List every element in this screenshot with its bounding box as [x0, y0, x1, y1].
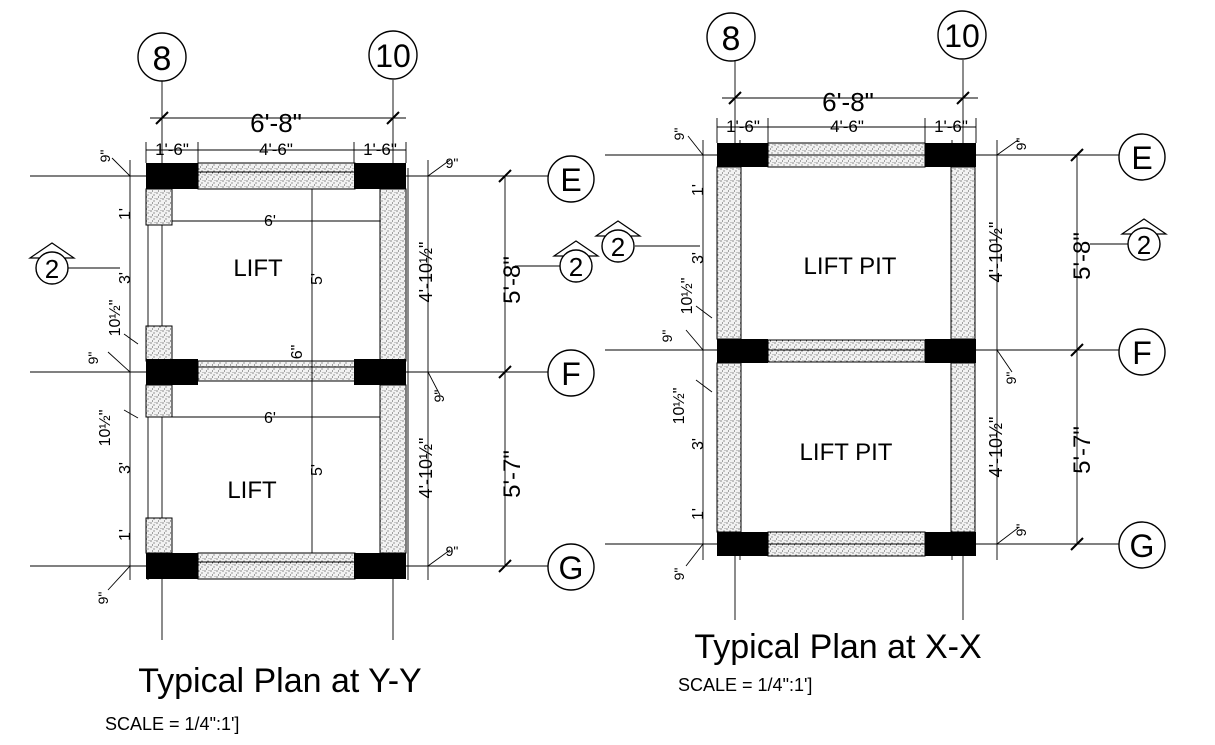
right-section-label: 2 — [611, 232, 625, 262]
right-left-dims — [685, 135, 713, 567]
left-grid-g-label: G — [559, 550, 584, 586]
right-grid-bubble-10: 10 — [937, 10, 987, 60]
right-columns — [717, 143, 976, 556]
right-dim-right-col: 1'-6" — [934, 117, 968, 136]
left-grid-10-label: 10 — [375, 38, 411, 74]
right-dim-overall: 6'-8" — [822, 87, 874, 117]
left-walls — [145, 162, 407, 580]
right-room-upper: LIFT PIT — [804, 253, 897, 280]
left-dim-left-frac-b: 10½" — [97, 410, 114, 447]
right-grid-f-label: F — [1132, 335, 1152, 371]
left-dim-right-col: 1'-6" — [363, 140, 397, 159]
right-dim-nine-6: 9" — [1013, 524, 1029, 537]
right-room-lower: LIFT PIT — [800, 439, 893, 466]
left-grid-8-label: 8 — [153, 40, 172, 78]
left-dim-inner-width-2: 6' — [264, 410, 276, 427]
left-room-upper: LIFT — [233, 255, 283, 282]
left-dim-left-col: 1'-6" — [155, 140, 189, 159]
right-dim-nine-4: 9" — [1013, 138, 1029, 151]
left-dim-nine-5: 9" — [431, 390, 447, 403]
left-dim-span-ef: 5'-8" — [499, 256, 526, 304]
right-grid-g-label: G — [1130, 528, 1155, 564]
right-dim-span-fg: 5'-7" — [1069, 426, 1096, 474]
left-dim-slab: 6" — [289, 345, 306, 360]
left-dim-left-3a: 3' — [117, 272, 134, 284]
left-dim-left-frac-a: 10½" — [107, 300, 124, 337]
right-dim-left-frac-b: 10½" — [671, 388, 688, 425]
left-dim-left-1a: 1' — [117, 208, 134, 220]
right-plan-scale: SCALE = 1/4":1'] — [678, 675, 812, 695]
left-grid-f-label: F — [561, 356, 581, 392]
left-room-lower: LIFT — [227, 477, 277, 504]
left-section-label: 2 — [45, 254, 59, 284]
left-grid-bubble-e: E — [547, 155, 595, 203]
left-top-dims — [145, 111, 407, 163]
left-plan-scale: SCALE = 1/4":1'] — [105, 714, 239, 734]
left-dim-span-fg: 5'-7" — [499, 450, 526, 498]
right-plan: 2 2 8 10 E F G 6'-8" 1'-6" 4' — [594, 10, 1168, 695]
right-grid-8-label: 8 — [722, 20, 741, 58]
right-section-marker: 2 — [594, 220, 700, 263]
left-dim-inner-height-2: 5' — [309, 464, 326, 476]
right-section-label-right: 2 — [1137, 230, 1151, 260]
left-section-label-right: 2 — [569, 252, 583, 282]
right-plan-title: Typical Plan at X-X — [694, 628, 981, 666]
right-dim-left-col: 1'-6" — [726, 117, 760, 136]
right-grid-bubble-e: E — [1118, 133, 1166, 181]
left-section-marker: 2 — [28, 242, 120, 285]
left-columns — [146, 163, 406, 579]
right-dim-nine-2: 9" — [659, 330, 675, 343]
left-dim-inner-width-1: 6' — [264, 213, 276, 230]
left-grid-e-label: E — [560, 162, 581, 198]
right-dim-mid: 4'-6" — [830, 117, 864, 136]
left-dim-left-3b: 3' — [117, 462, 134, 474]
right-dim-nine-1: 9" — [671, 128, 687, 141]
right-dim-left-1b: 1' — [690, 508, 707, 520]
right-dim-left-3b: 3' — [690, 438, 707, 450]
right-grid-bubble-f: F — [1118, 328, 1166, 376]
left-grid-bubble-f: F — [547, 349, 595, 397]
left-inner-dims — [172, 189, 380, 553]
right-grid-bubble-g: G — [1118, 521, 1166, 569]
left-dim-side-right-1: 4'-10½" — [416, 242, 436, 303]
left-dim-nine-4: 9" — [446, 155, 459, 171]
left-grid-bubble-8: 8 — [137, 32, 187, 82]
left-section-marker-right: 2 — [515, 240, 600, 283]
right-grid-10-label: 10 — [944, 18, 980, 54]
left-dim-left-1b: 1' — [117, 529, 134, 541]
right-dim-left-3a: 3' — [690, 252, 707, 264]
right-section-marker-right: 2 — [1090, 218, 1168, 261]
left-dim-nine-2: 9" — [85, 352, 101, 365]
left-dim-nine-1: 9" — [97, 150, 113, 163]
left-grid-bubble-10: 10 — [368, 30, 418, 80]
left-left-dims — [107, 157, 139, 591]
right-dim-nine-5: 9" — [1003, 372, 1019, 385]
right-top-dims — [716, 91, 978, 143]
right-dim-span-ef: 5'-8" — [1069, 232, 1096, 280]
right-right-dims — [996, 139, 1084, 560]
right-grid-bubble-8: 8 — [706, 12, 756, 62]
left-grid-bubble-g: G — [547, 543, 595, 591]
right-dim-left-1a: 1' — [690, 184, 707, 196]
right-grid-e-label: E — [1131, 140, 1152, 176]
left-dim-overall: 6'-8" — [250, 108, 302, 138]
right-dim-side-right-2: 4'-10½" — [986, 417, 1006, 478]
left-dim-nine-3: 9" — [95, 592, 111, 605]
left-plan-title: Typical Plan at Y-Y — [138, 662, 422, 700]
right-dim-left-frac-a: 10½" — [679, 278, 696, 315]
left-dim-side-right-2: 4'-10½" — [416, 438, 436, 499]
left-dim-mid: 4'-6" — [259, 140, 293, 159]
right-dim-side-right-1: 4'-10½" — [986, 222, 1006, 283]
left-right-dims — [427, 159, 512, 580]
right-dim-nine-3: 9" — [671, 568, 687, 581]
left-dim-inner-height-1: 5' — [309, 273, 326, 285]
left-dim-nine-6: 9" — [446, 543, 459, 559]
left-plan: 2 2 8 10 E F G 6'-8" 1' — [28, 30, 600, 734]
